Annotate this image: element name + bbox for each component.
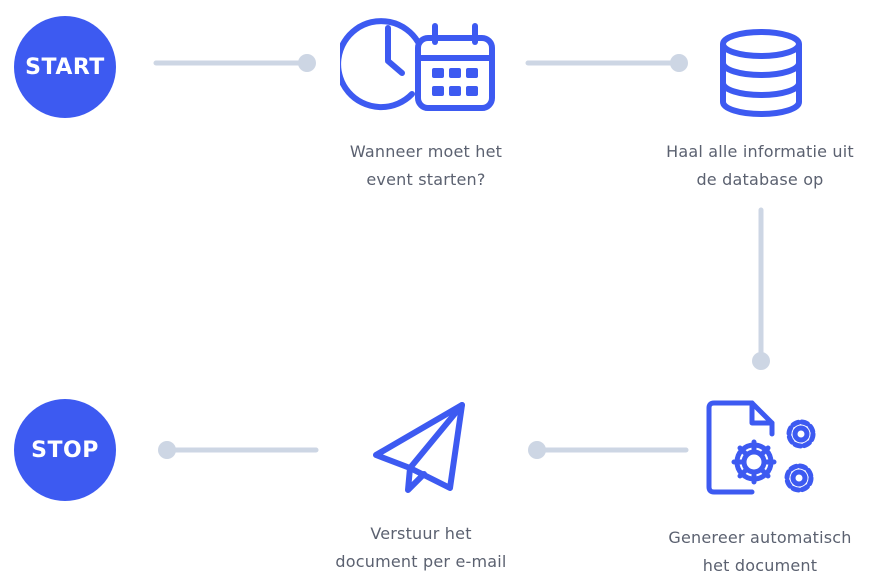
connector-step3-to-step4 bbox=[528, 441, 689, 459]
start-label: START bbox=[25, 54, 105, 80]
database-icon bbox=[720, 29, 802, 117]
step-label-event-start: Wanneer moet het event starten? bbox=[349, 142, 503, 189]
connector-step2-to-step3 bbox=[752, 207, 770, 370]
paper-plane-icon bbox=[373, 402, 465, 493]
step-label-database: Haal alle informatie uit de database op bbox=[666, 142, 854, 189]
step-label-send-email: Verstuur het document per e-mail bbox=[335, 524, 507, 571]
document-gears-icon bbox=[706, 400, 816, 495]
step-label-generate-document: Genereer automatisch het document bbox=[668, 528, 852, 575]
stop-label: STOP bbox=[31, 437, 99, 463]
connector-step1-to-step2 bbox=[525, 54, 688, 72]
connector-start-to-step1 bbox=[153, 54, 316, 72]
stop-node: STOP bbox=[14, 399, 116, 501]
start-node: START bbox=[14, 16, 116, 118]
connector-step4-to-stop bbox=[158, 441, 319, 459]
clock-calendar-icon bbox=[340, 18, 495, 111]
